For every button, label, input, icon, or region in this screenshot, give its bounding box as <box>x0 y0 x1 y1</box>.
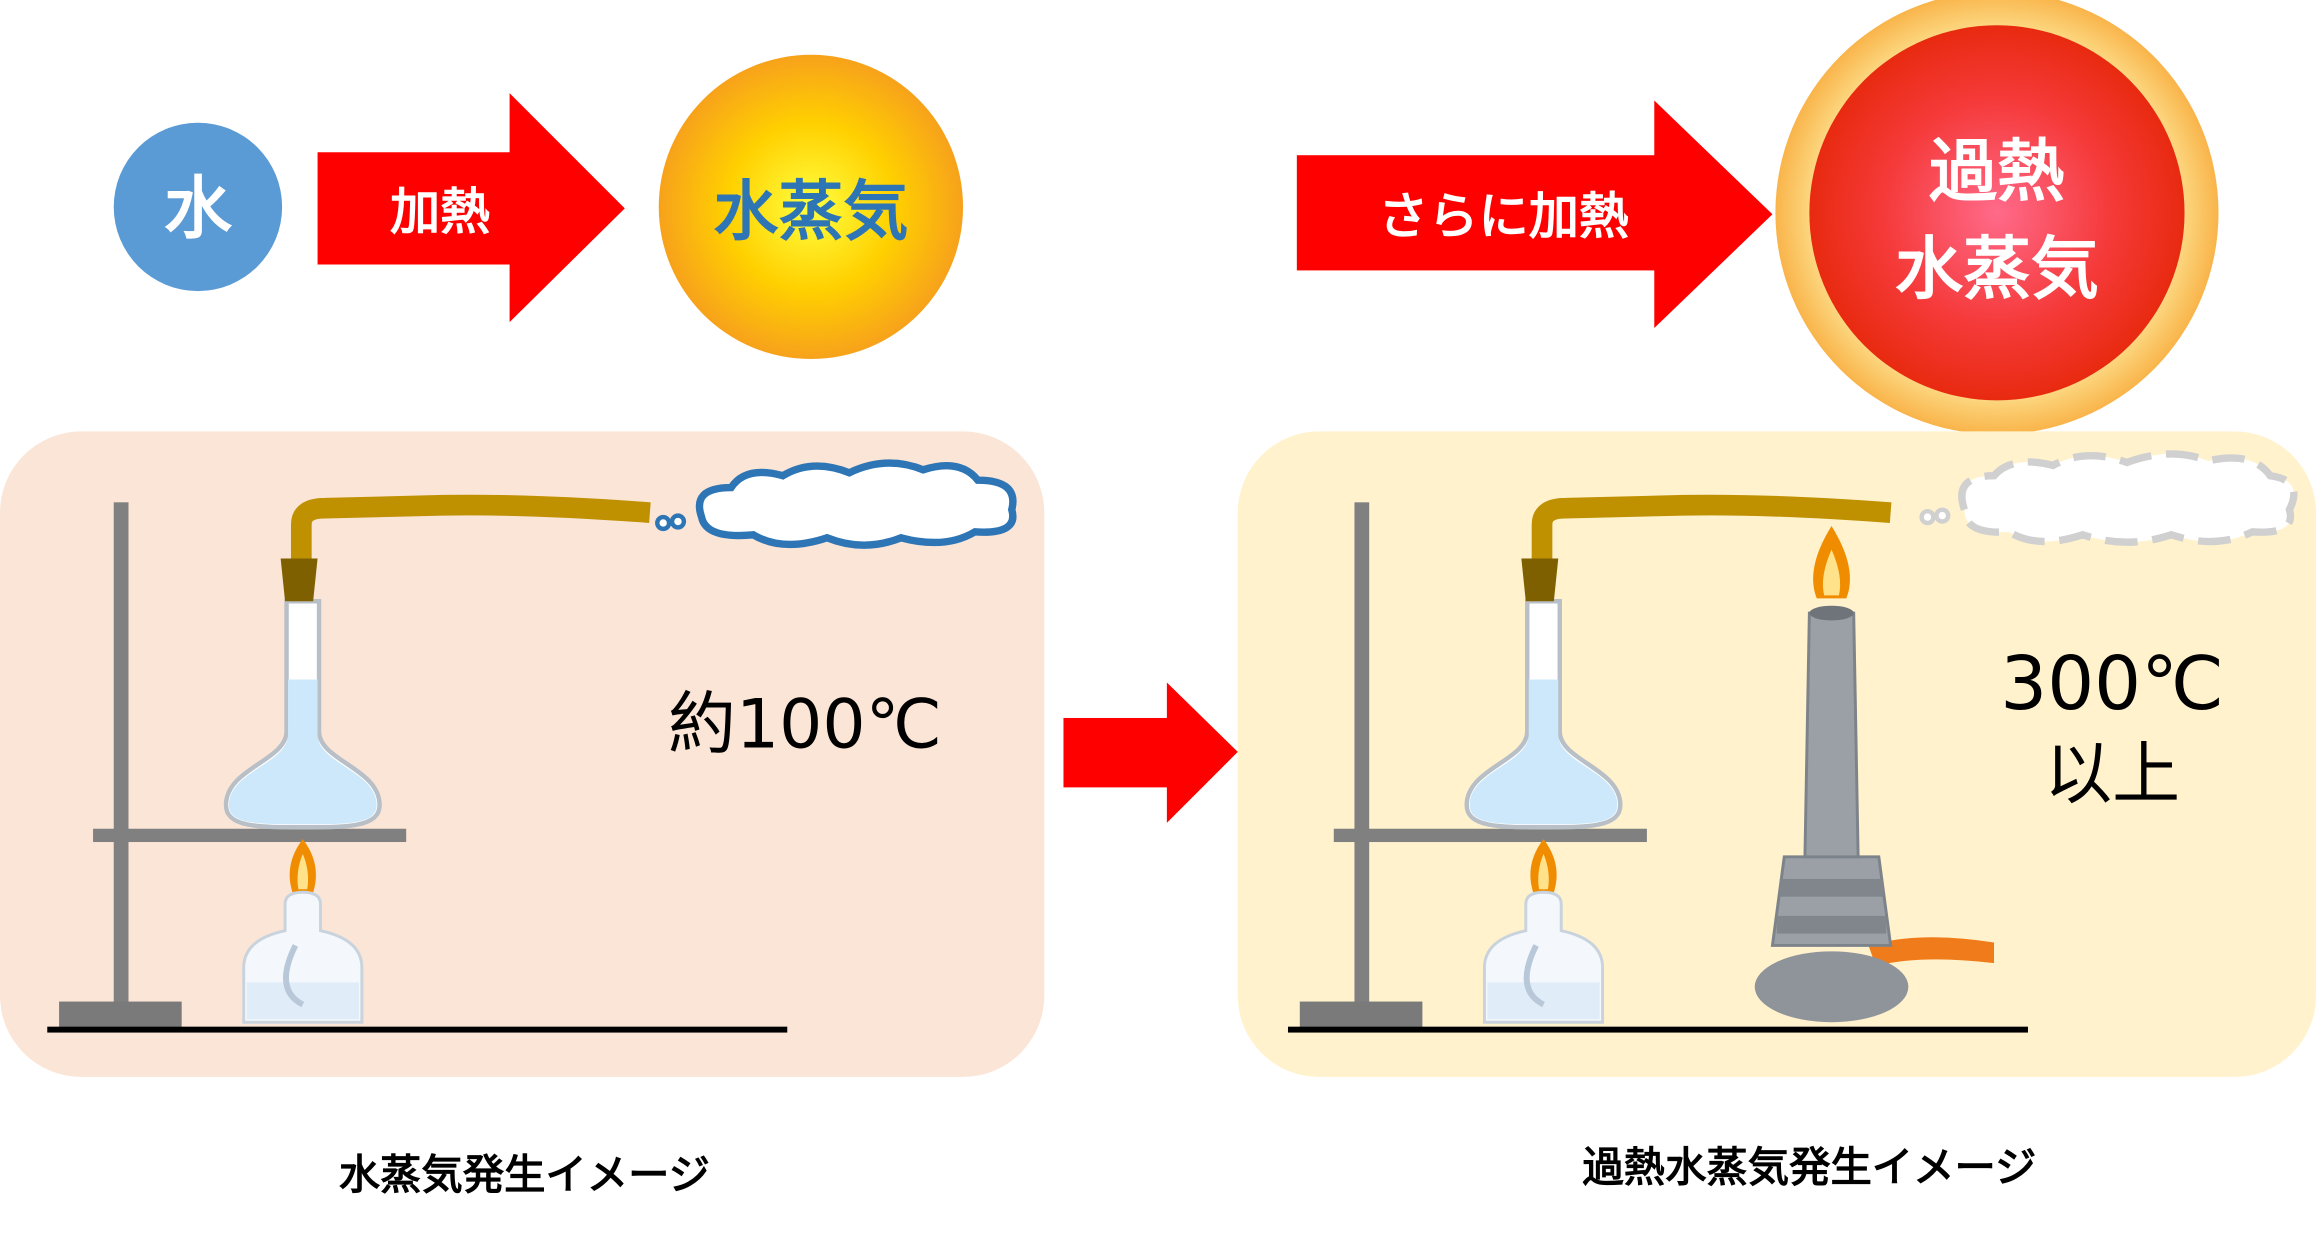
superheated-label-1: 過熱 <box>1929 133 2065 212</box>
steam-cloud-icon <box>655 459 1017 549</box>
more-heat-arrow <box>1296 100 1773 329</box>
superheated-circle <box>1809 25 2185 401</box>
right-panel <box>1237 431 2316 1077</box>
left-temperature: 約100℃ <box>668 686 942 765</box>
superheated-steam-cloud-icon <box>1919 450 2298 546</box>
right-caption: 過熱水蒸気発生イメージ <box>1582 1144 2036 1192</box>
right-temperature-2: 以上 <box>2044 736 2180 815</box>
water-circle <box>113 122 283 292</box>
right-temperature-1: 300℃ <box>2000 641 2224 727</box>
burner <box>1754 525 1995 1023</box>
water-label: 水 <box>164 170 233 249</box>
heat-arrow <box>317 93 625 323</box>
more-heat-label: さらに加熱 <box>1378 186 1629 245</box>
middle-arrow <box>1063 682 1238 823</box>
heat-label: 加熱 <box>390 182 490 241</box>
superheated-label-2: 水蒸気 <box>1895 231 2099 310</box>
steam-label: 水蒸気 <box>713 174 908 249</box>
left-caption: 水蒸気発生イメージ <box>339 1151 710 1199</box>
steam-circle <box>658 54 964 360</box>
left-panel <box>0 431 1045 1077</box>
